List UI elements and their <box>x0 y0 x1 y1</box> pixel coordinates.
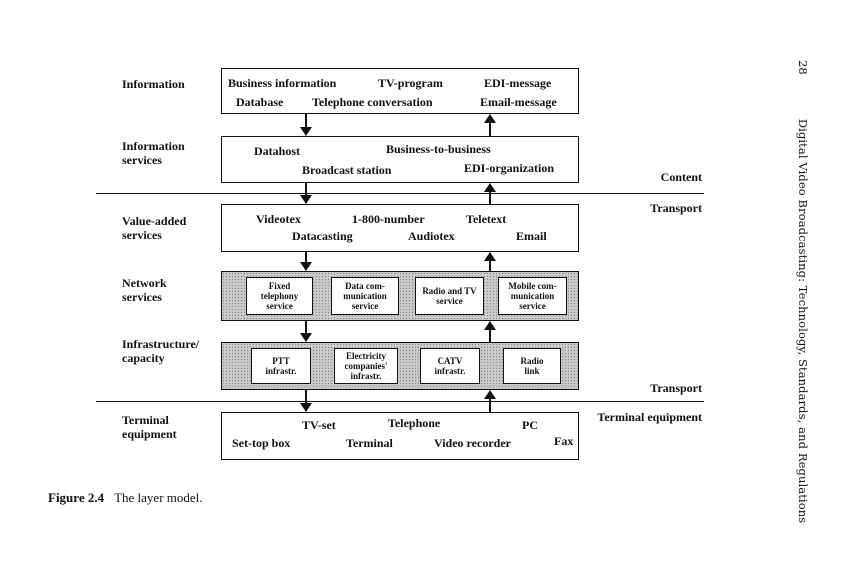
item-video-recorder: Video recorder <box>434 436 511 450</box>
content-label: Content <box>660 170 702 184</box>
item-telephone: Telephone <box>388 416 441 430</box>
item-email: Email <box>516 229 547 243</box>
radio-link: Radio link <box>503 348 561 384</box>
network-services-box: Fixed telephony service Data com- munica… <box>221 271 579 321</box>
item-audiotex: Audiotex <box>408 229 455 243</box>
item-datahost: Datahost <box>254 144 301 158</box>
electricity-companies-infrastructure: Electricity companies' infrastr. <box>334 348 398 384</box>
layer-label-information: Information <box>122 77 185 91</box>
item-datacasting: Datacasting <box>292 229 353 243</box>
transport-label-bottom: Transport <box>650 381 702 395</box>
down-arrow <box>300 114 312 136</box>
data-communication-service: Data com- munication service <box>331 277 399 315</box>
content-transport-divider <box>96 193 704 194</box>
item-tv-set: TV-set <box>302 418 336 432</box>
item-pc: PC <box>522 418 538 432</box>
up-arrow <box>484 252 496 271</box>
item-set-top-box: Set-top box <box>232 436 291 450</box>
item-edi-organization: EDI-organization <box>464 161 554 175</box>
item-database: Database <box>236 95 284 109</box>
layer-label-terminal-equipment: Terminal equipment <box>122 413 177 441</box>
up-arrow <box>484 321 496 342</box>
running-header: 28Digital Video Broadcasting: Technology… <box>792 60 812 524</box>
figure-number: Figure 2.4 <box>48 490 105 505</box>
item-broadcast-station: Broadcast station <box>302 163 392 177</box>
item-tv-program: TV-program <box>378 76 443 90</box>
figure-caption: Figure 2.4 The layer model. <box>48 490 203 506</box>
down-arrow <box>300 252 312 271</box>
item-1-800-number: 1-800-number <box>352 212 425 226</box>
up-arrow <box>484 183 496 204</box>
infrastructure-box: PTT infrastr. Electricity companies' inf… <box>221 342 579 390</box>
running-title: Digital Video Broadcasting: Technology, … <box>796 118 810 524</box>
page-number: 28 <box>796 60 810 75</box>
item-edi-message: EDI-message <box>484 76 552 90</box>
up-arrow <box>484 114 496 136</box>
transport-terminal-divider <box>96 401 704 402</box>
terminal-equipment-label: Terminal equipment <box>597 410 702 424</box>
layer-label-value-added-services: Value-added services <box>122 214 187 242</box>
radio-tv-service: Radio and TV service <box>415 277 484 315</box>
item-terminal: Terminal <box>346 436 393 450</box>
transport-label-top: Transport <box>650 201 702 215</box>
value-added-services-box: Videotex 1-800-number Teletext Datacasti… <box>221 204 579 252</box>
mobile-communication-service: Mobile com- munication service <box>498 277 567 315</box>
item-teletext: Teletext <box>466 212 507 226</box>
information-services-box: Datahost Business-to-business Broadcast … <box>221 136 579 183</box>
fixed-telephony-service: Fixed telephony service <box>246 277 313 315</box>
layer-label-network-services: Network services <box>122 276 167 304</box>
information-box: Business information TV-program EDI-mess… <box>221 68 579 114</box>
down-arrow <box>300 390 312 412</box>
ptt-infrastructure: PTT infrastr. <box>251 348 311 384</box>
catv-infrastructure: CATV infrastr. <box>420 348 480 384</box>
item-email-message: Email-message <box>480 95 557 109</box>
terminal-equipment-box: TV-set Telephone PC Set-top box Terminal… <box>221 412 579 460</box>
down-arrow <box>300 321 312 342</box>
item-fax: Fax <box>554 434 574 448</box>
up-arrow <box>484 390 496 412</box>
item-telephone-conversation: Telephone conversation <box>312 95 433 109</box>
figure-caption-text: The layer model. <box>114 490 203 505</box>
item-business-information: Business information <box>228 76 337 90</box>
down-arrow <box>300 183 312 204</box>
item-business-to-business: Business-to-business <box>386 142 491 156</box>
item-videotex: Videotex <box>256 212 301 226</box>
layer-label-information-services: Information services <box>122 139 185 167</box>
layer-label-infrastructure: Infrastructure/ capacity <box>122 337 200 365</box>
